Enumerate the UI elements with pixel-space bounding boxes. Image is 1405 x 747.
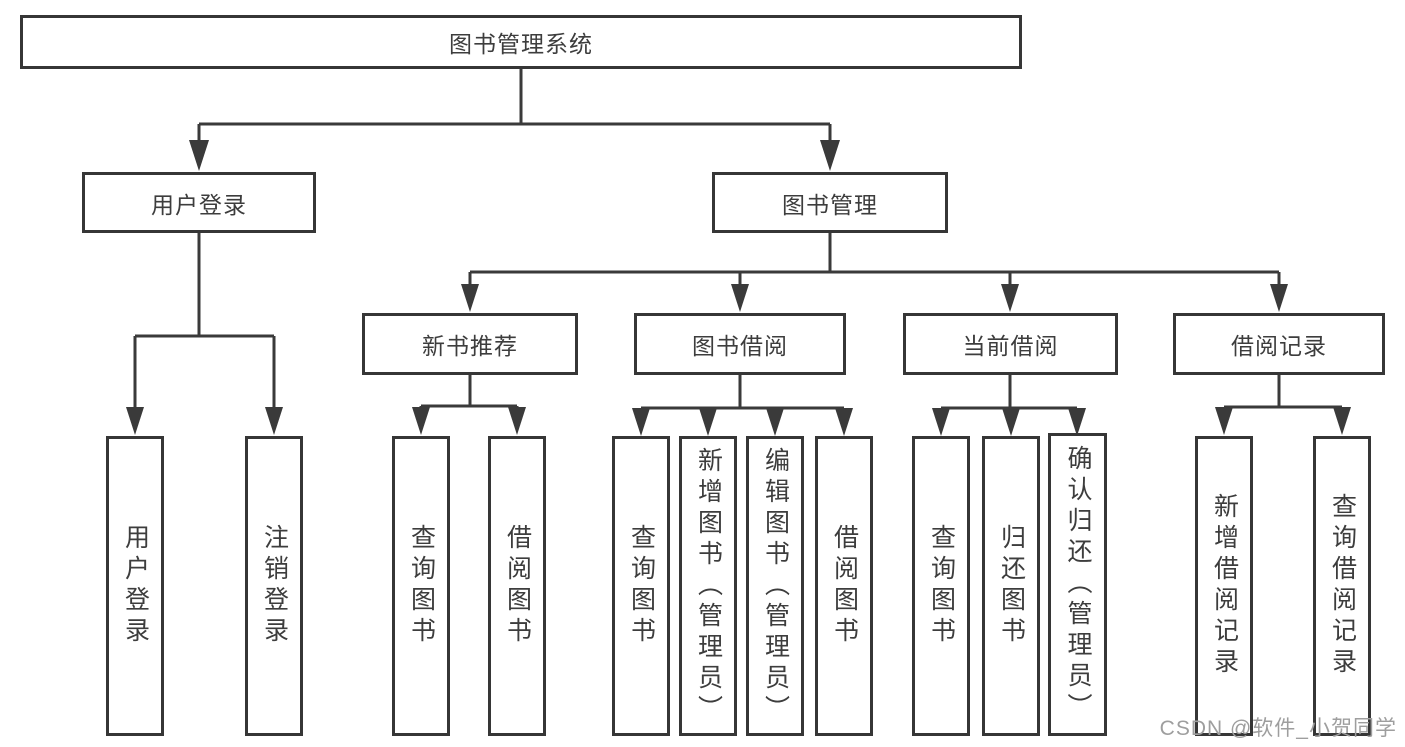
node-borrowing-records: 借阅记录 [1173, 313, 1385, 375]
leaf-query-borrow-record-label: 查询借阅记录 [1328, 493, 1357, 679]
leaf-logout-label: 注销登录 [260, 524, 289, 648]
node-user-login-branch: 用户登录 [82, 172, 316, 233]
leaf-borrow-books-recommend-label: 借阅图书 [503, 524, 532, 648]
node-book-borrowing: 图书借阅 [634, 313, 846, 375]
leaf-borrow-books-borrowing-label: 借阅图书 [830, 524, 859, 648]
leaf-confirm-return-admin-label: 确认归还（管理员） [1064, 445, 1092, 724]
node-root-system: 图书管理系统 [20, 15, 1022, 69]
leaf-edit-book-admin-label: 编辑图书（管理员） [761, 446, 790, 726]
leaf-add-book-admin-label: 新增图书（管理员） [694, 446, 723, 726]
leaf-query-books-current-label: 查询图书 [927, 524, 956, 648]
leaf-query-books-current: 查询图书 [912, 436, 970, 736]
node-book-management-branch: 图书管理 [712, 172, 948, 233]
leaf-borrow-books-recommend: 借阅图书 [488, 436, 546, 736]
leaf-user-login: 用户登录 [106, 436, 164, 736]
leaf-edit-book-admin: 编辑图书（管理员） [746, 436, 804, 736]
leaf-confirm-return-admin: 确认归还（管理员） [1048, 433, 1107, 736]
node-new-book-recommend: 新书推荐 [362, 313, 578, 375]
leaf-return-book-label: 归还图书 [997, 524, 1026, 648]
leaf-query-books-recommend-label: 查询图书 [407, 524, 436, 648]
leaf-add-book-admin: 新增图书（管理员） [679, 436, 737, 736]
leaf-return-book: 归还图书 [982, 436, 1040, 736]
leaf-query-books-recommend: 查询图书 [392, 436, 450, 736]
leaf-query-borrow-record: 查询借阅记录 [1313, 436, 1371, 736]
leaf-logout: 注销登录 [245, 436, 303, 736]
leaf-add-borrow-record: 新增借阅记录 [1195, 436, 1253, 736]
leaf-query-books-borrowing: 查询图书 [612, 436, 670, 736]
leaf-borrow-books-borrowing: 借阅图书 [815, 436, 873, 736]
node-current-borrowing: 当前借阅 [903, 313, 1118, 375]
leaf-query-books-borrowing-label: 查询图书 [627, 524, 656, 648]
leaf-add-borrow-record-label: 新增借阅记录 [1210, 493, 1239, 679]
leaf-user-login-label: 用户登录 [121, 524, 150, 648]
